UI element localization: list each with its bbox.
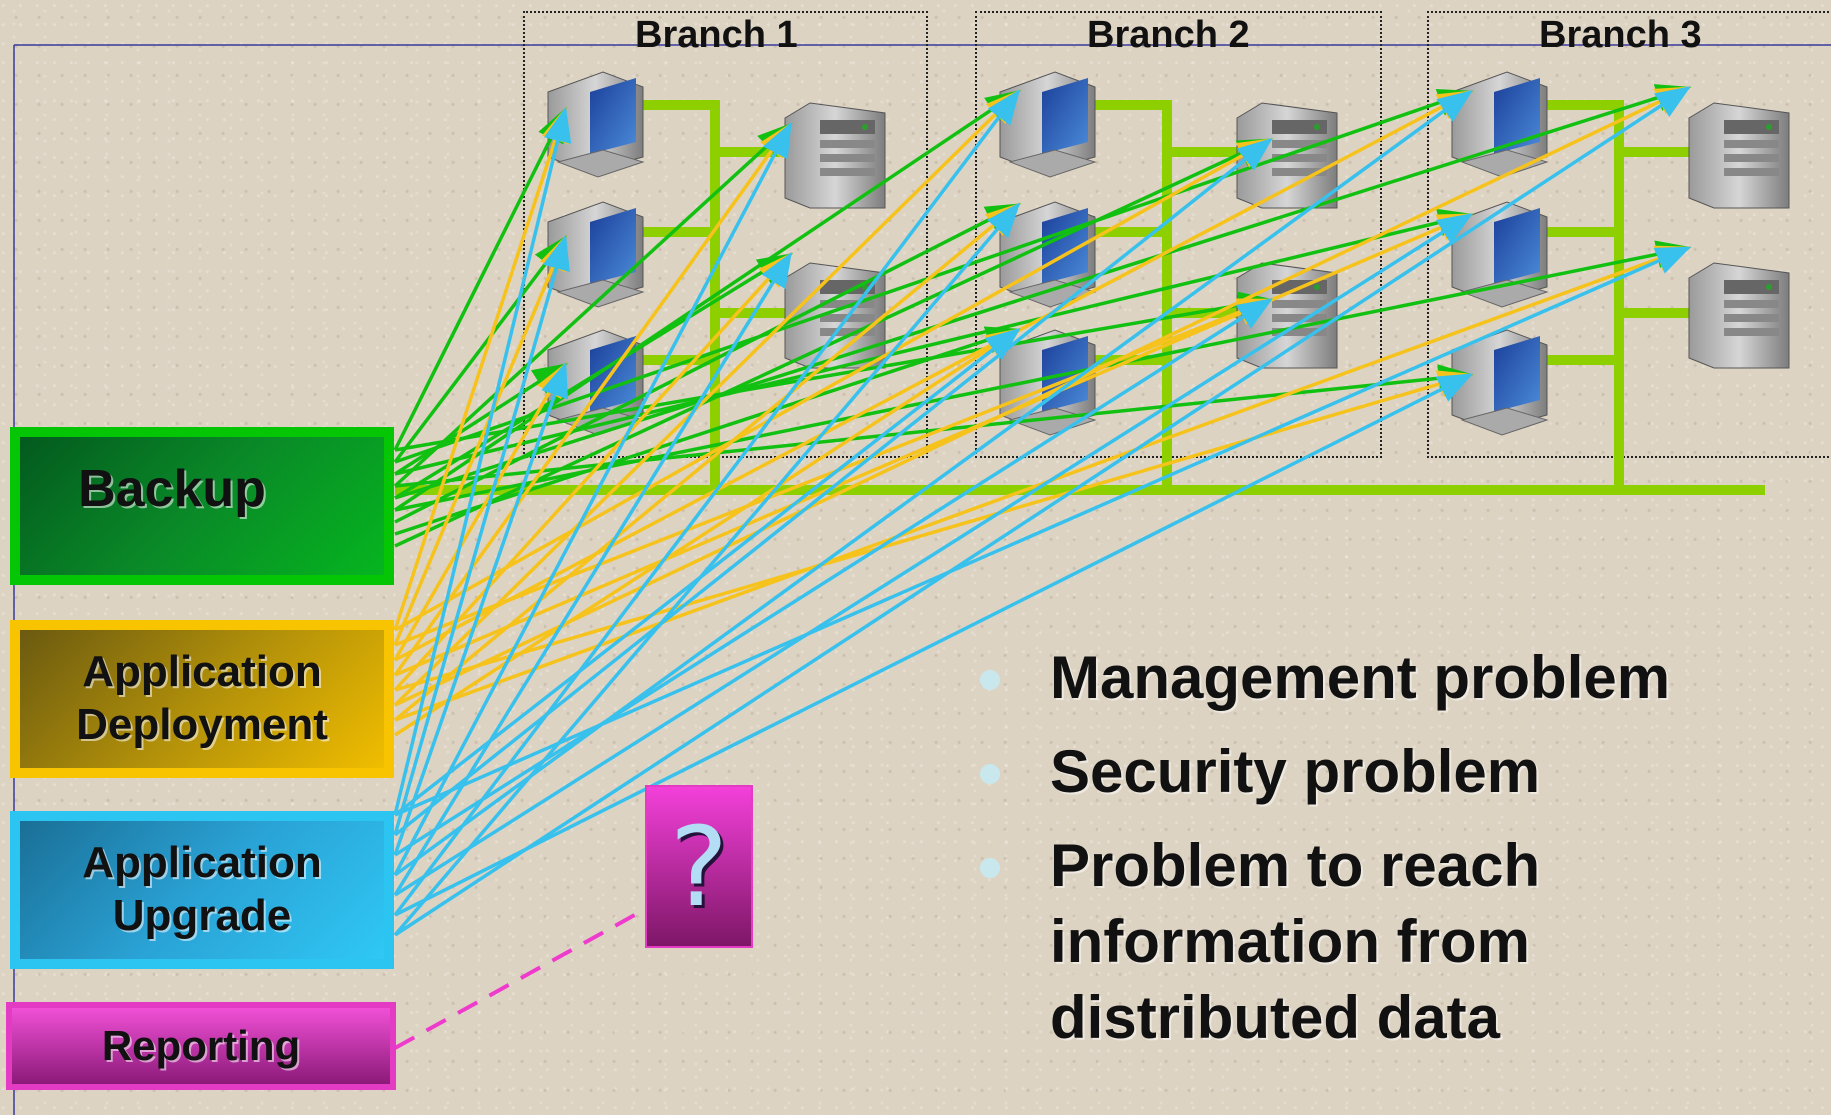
upgrade-arrow (393, 361, 568, 856)
backup-arrow (393, 106, 567, 451)
backup-arrow (394, 138, 1274, 548)
problem-text: Security problem (1050, 738, 1541, 805)
problem-text: Management problem (1050, 644, 1671, 711)
upgrade-arrow (394, 86, 1691, 937)
application-deployment-task-box: Application Deployment (10, 620, 394, 778)
reporting-dashed-link (394, 910, 641, 1050)
backup-task-box: Backup (10, 427, 394, 585)
problem-item: Security problem (980, 734, 1800, 810)
backup-arrow (394, 208, 1474, 476)
server-icon (1688, 102, 1790, 209)
backup-label: Backup (78, 459, 266, 518)
upgrade-arrow (393, 327, 1021, 817)
workstation-icon (999, 71, 1097, 178)
branch-1-title: Branch 1 (635, 14, 798, 56)
backup-arrow (394, 90, 1021, 512)
upgrade-arrow (393, 252, 792, 896)
workstation-icon (547, 71, 645, 178)
workstation-icon (547, 201, 645, 308)
problem-item: Problem to reach information from distri… (980, 828, 1800, 1056)
application-upgrade-label: Application Upgrade (82, 838, 322, 940)
upgrade-arrow (393, 89, 1473, 877)
backup-arrow (394, 84, 1692, 500)
problem-text: Problem to reach information from distri… (1050, 832, 1541, 1051)
problem-item: Management problem (980, 640, 1800, 716)
server-icon (784, 102, 886, 209)
backup-arrow (394, 326, 1022, 536)
backup-arrow (394, 363, 568, 476)
devices (547, 71, 1790, 436)
upgrade-arrow (394, 298, 1273, 857)
upgrade-arrow (393, 89, 1021, 917)
bullet-icon (980, 764, 1000, 784)
bullet-icon (980, 858, 1000, 878)
workstation-icon (1451, 71, 1549, 178)
deployment-arrow (393, 202, 1021, 722)
reporting-label: Reporting (101, 1021, 301, 1069)
backup-arrow (394, 291, 1274, 452)
problem-list: Management problem Security problem Prob… (980, 640, 1800, 1074)
deployment-arrow (394, 138, 1274, 632)
upgrade-arrow (394, 213, 1473, 897)
deployment-arrow (394, 213, 1474, 677)
question-mark-icon: ? (669, 802, 729, 931)
upgrade-arrow (393, 106, 572, 816)
upgrade-arrow (393, 202, 1021, 937)
upgrade-arrow (393, 234, 570, 836)
upgrade-arrow (394, 246, 1692, 817)
upgrade-arrow (393, 121, 792, 876)
reporting-link (394, 910, 641, 1050)
upgrade-arrow (393, 137, 1273, 837)
deployment-arrow (393, 122, 793, 677)
deployment-arrow (394, 328, 1021, 737)
application-deployment-label: Application Deployment (76, 647, 328, 749)
application-upgrade-task-box: Application Upgrade (10, 811, 394, 969)
server-icon (1688, 262, 1790, 369)
workstation-icon (1451, 329, 1549, 436)
deployment-arrow (393, 106, 569, 631)
deployment-arrow (393, 234, 567, 646)
deployment-arrow (394, 370, 1474, 692)
upgrade-arrow (394, 373, 1474, 917)
deployment-arrow (394, 90, 1474, 662)
branch-3-title: Branch 3 (1539, 14, 1702, 56)
backup-arrow (393, 235, 568, 464)
bullet-icon (980, 670, 1000, 690)
task-arrows (393, 84, 1692, 937)
backup-arrow (394, 203, 1022, 524)
deployment-arrow (393, 361, 567, 661)
deployment-arrow (394, 86, 1692, 707)
branch-2-title: Branch 2 (1087, 14, 1250, 56)
reporting-task-box: Reporting (6, 1002, 396, 1090)
question-mark-box: ? (645, 785, 753, 948)
